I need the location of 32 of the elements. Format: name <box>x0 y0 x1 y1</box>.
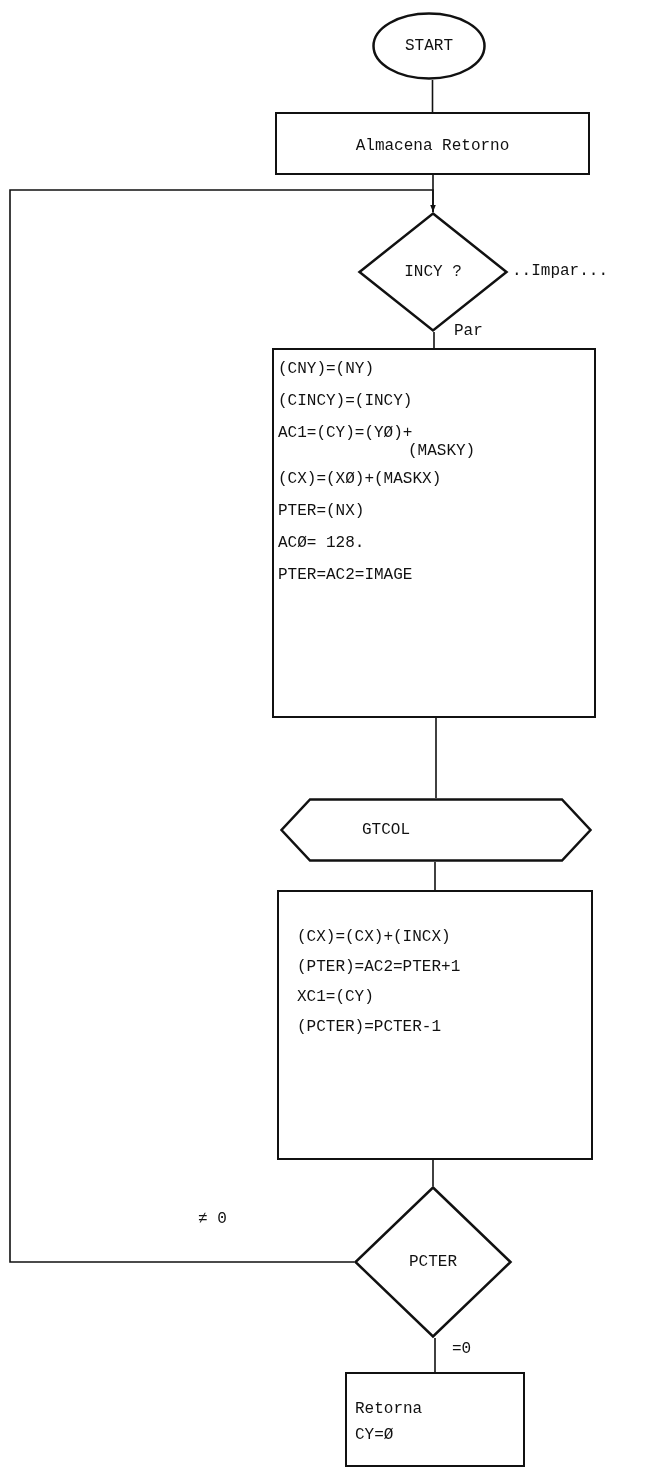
process-box <box>272 348 596 718</box>
connector-line <box>435 717 437 799</box>
start-terminal <box>372 12 486 80</box>
arrow <box>9 189 436 1263</box>
code-line: (CX)=(CX)+(INCX) <box>297 928 452 946</box>
connector-line <box>434 1337 436 1373</box>
code-line: (CINCY)=(INCY) <box>278 392 414 410</box>
code-line: PTER=AC2=IMAGE <box>278 566 414 584</box>
node-label: START <box>404 37 454 56</box>
node-label: Almacena Retorno <box>354 136 511 155</box>
process-box <box>275 112 590 175</box>
decision-diamond <box>354 1186 512 1338</box>
code-line: ACØ= 128. <box>278 534 366 552</box>
connector-line <box>434 861 436 891</box>
code-line: XC1=(CY) <box>297 988 375 1006</box>
code-line: (CNY)=(NY) <box>278 360 375 378</box>
connector-line <box>432 1159 434 1187</box>
node-label: PCTER <box>408 1253 458 1272</box>
code-line: (CX)=(XØ)+(MASKX) <box>278 470 443 488</box>
node-label: INCY ? <box>403 263 463 282</box>
process-box <box>277 890 593 1160</box>
code-line: AC1=(CY)=(YØ)+ (MASKY) <box>278 424 477 460</box>
code-line: (PCTER)=PCTER-1 <box>297 1018 443 1036</box>
code-line: (PTER)=AC2=PTER+1 <box>297 958 461 976</box>
code-line: CY=Ø <box>355 1426 395 1444</box>
connector-line <box>433 331 435 349</box>
connector-line <box>431 79 434 113</box>
code-line: PTER=(NX) <box>278 502 366 520</box>
node-label: GTCOL <box>361 821 411 840</box>
code-line: Retorna <box>355 1400 423 1418</box>
subroutine-hexagon <box>280 798 592 862</box>
terminal-box <box>345 1372 525 1467</box>
